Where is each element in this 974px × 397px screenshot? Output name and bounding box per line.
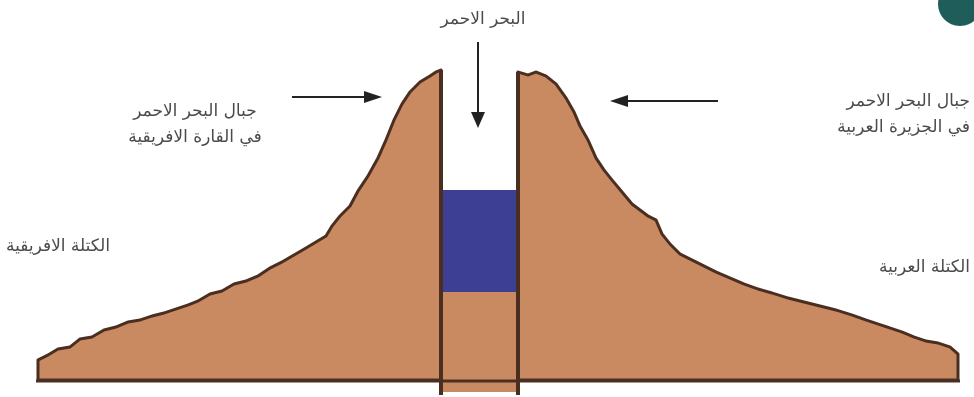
corner-ornament-icon (938, 0, 974, 26)
label-africa-mountains: جبال البحر الاحمر في القارة الافريقية (70, 98, 320, 151)
basin-floor (441, 292, 518, 392)
label-africa-mountains-line2: في القارة الافريقية (70, 124, 320, 150)
label-red-sea: البحر الاحمر (408, 6, 558, 32)
label-arabia-mountains: جبال البحر الاحمر في الجزيرة العربية (690, 88, 970, 141)
water-body (441, 190, 518, 292)
label-arabian-block: الكتلة العربية (810, 254, 970, 280)
label-african-block: الكتلة الافريقية (6, 233, 186, 259)
arrow-red-sea-icon (471, 42, 485, 128)
label-africa-mountains-line1: جبال البحر الاحمر (70, 98, 320, 124)
label-arabia-mountains-line1: جبال البحر الاحمر (690, 88, 970, 114)
label-arabia-mountains-line2: في الجزيرة العربية (690, 114, 970, 140)
